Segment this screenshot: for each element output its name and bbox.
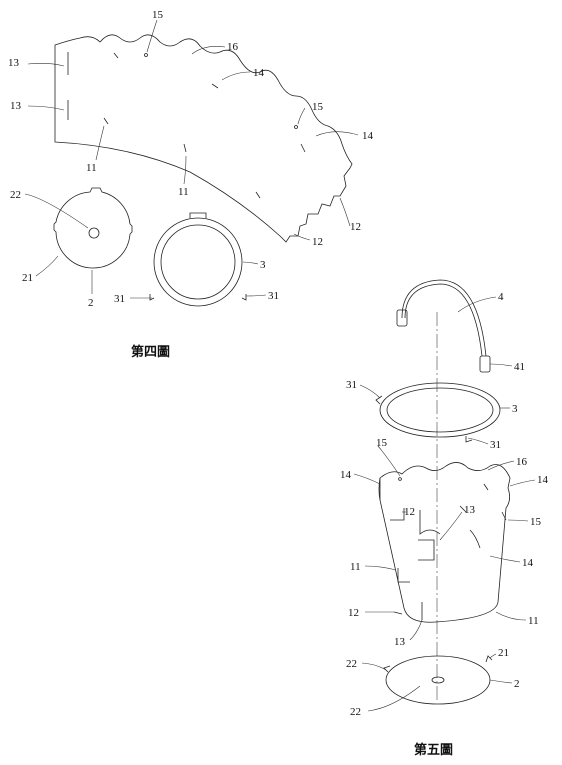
- label-12-bottom: 12: [312, 236, 323, 248]
- label-31-right: 31: [268, 290, 279, 302]
- leaders-fig4: [24, 19, 359, 299]
- slot-11b: [183, 143, 187, 153]
- label-4: 4: [498, 291, 504, 303]
- label-16: 16: [516, 456, 528, 468]
- slot-a: [113, 52, 119, 59]
- label-21: 21: [22, 272, 33, 284]
- slot-c: [255, 191, 261, 199]
- handle-4: [396, 279, 491, 373]
- label-14-upper: 14: [253, 67, 265, 79]
- label-41: 41: [514, 361, 525, 373]
- label-11-right: 11: [528, 615, 539, 627]
- slot-14a: [211, 83, 219, 89]
- label-13-lower: 13: [394, 636, 406, 648]
- label-2: 2: [514, 678, 520, 690]
- slot-14b: [300, 143, 306, 153]
- figure-5-caption: 第五圖: [414, 742, 453, 758]
- leaders-fig5: [353, 296, 536, 712]
- label-15-right: 15: [312, 101, 324, 113]
- label-12-lower: 12: [348, 607, 359, 619]
- label-21: 21: [498, 647, 509, 659]
- label-22-upper: 22: [346, 658, 357, 670]
- cup-body: [378, 462, 511, 623]
- label-14-lower: 14: [522, 557, 534, 569]
- hole-15b: [294, 125, 298, 129]
- label-31-upper: 31: [346, 379, 357, 391]
- label-22-lower: 22: [350, 706, 361, 718]
- label-31-left: 31: [114, 293, 125, 305]
- hole-15a: [144, 53, 148, 57]
- label-14-left: 14: [340, 469, 352, 481]
- label-13-upper: 13: [464, 504, 476, 516]
- figure-4: 15 16 13 14 13 15 14 11 11 12 12 22 21 2…: [8, 9, 374, 360]
- label-15-top: 15: [152, 9, 164, 21]
- label-13-lower: 13: [10, 100, 22, 112]
- ring-3: [149, 212, 247, 307]
- figure-5: 4 41 31 3 15 31 16 14 14 12 13 15 11 14 …: [340, 279, 549, 758]
- label-13-upper: 13: [8, 57, 20, 69]
- label-3: 3: [260, 259, 266, 271]
- label-3: 3: [512, 403, 518, 415]
- label-22: 22: [10, 189, 21, 201]
- label-14-right: 14: [362, 130, 374, 142]
- label-11-left: 11: [350, 561, 361, 573]
- label-2: 2: [88, 297, 94, 309]
- ring-3-perspective: [375, 382, 501, 443]
- label-16: 16: [227, 41, 239, 53]
- label-31-lower: 31: [490, 439, 501, 451]
- label-14-right: 14: [537, 474, 549, 486]
- label-12-upper: 12: [404, 506, 415, 518]
- label-11-left: 11: [86, 162, 97, 174]
- base-disc-2: [53, 187, 133, 269]
- flat-sheet-outline: [54, 34, 353, 243]
- label-15-upper: 15: [376, 437, 388, 449]
- label-15-right: 15: [530, 516, 542, 528]
- label-11-mid: 11: [178, 186, 189, 198]
- slot-11a: [103, 117, 109, 125]
- label-12-right: 12: [350, 221, 361, 233]
- base-disc-2-perspective: [383, 655, 493, 705]
- figure-4-caption: 第四圖: [131, 344, 170, 360]
